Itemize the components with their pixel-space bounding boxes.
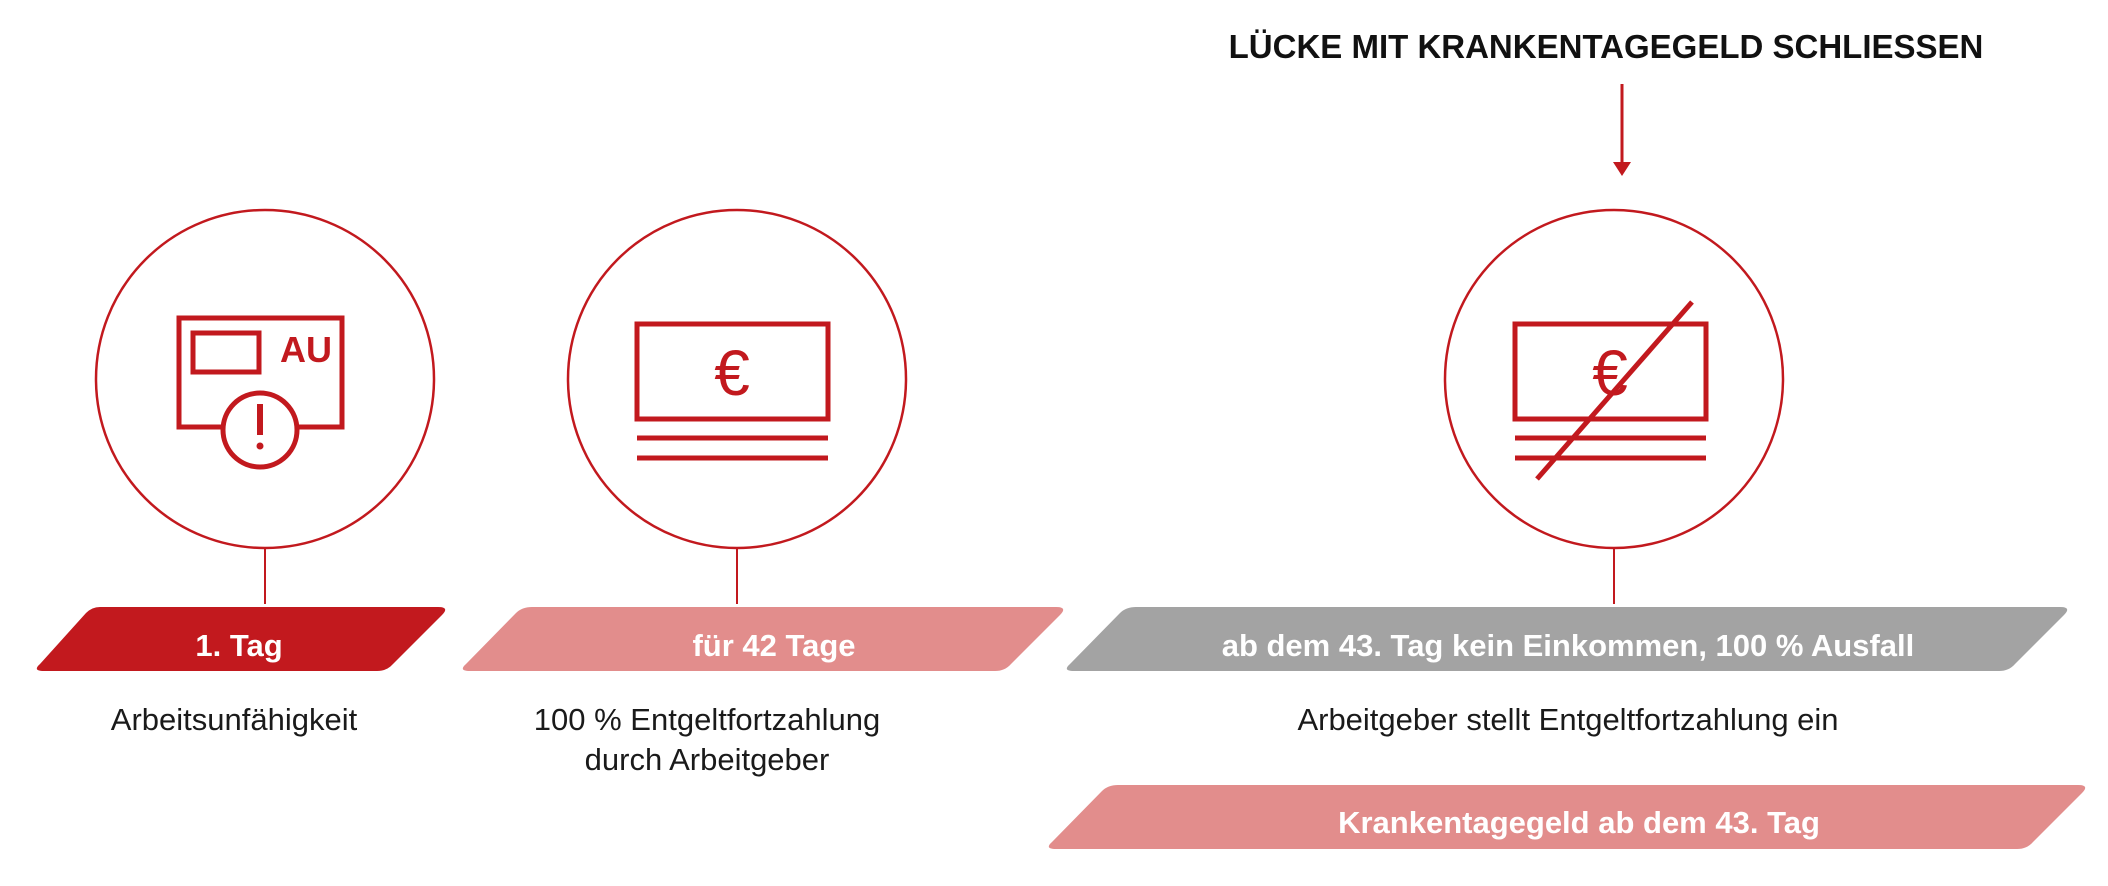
euro-symbol: € [714,337,750,409]
sick-note-au-icon [176,315,345,470]
step-2-description-line-2: durch Arbeitgeber [585,742,830,777]
solution-banner [1048,785,2086,849]
step-1-circle [94,208,436,550]
step-1: AU 1. Tag Arbeitsunfähigkeit [36,208,446,737]
step-3-description: Arbeitgeber stellt Entgeltfortzahlung ei… [1297,702,1838,737]
step-3-banner-label: ab dem 43. Tag kein Einkommen, 100 % Aus… [1222,628,1915,663]
step-1-banner [36,607,446,671]
step-2-description-line-1: 100 % Entgeltfortzahlung [534,702,880,737]
step-3-banner [1066,607,2068,671]
step-1-banner-label: 1. Tag [195,628,282,663]
crossed-out-euro-banknote-icon [1512,300,1709,481]
solution-banner-label: Krankentagegeld ab dem 43. Tag [1338,805,1820,840]
step-2-banner-label: für 42 Tage [692,628,855,663]
headline: LÜCKE MIT KRANKENTAGEGELD SCHLIESSEN [1229,28,1984,65]
au-label: AU [280,329,332,370]
step-3: € ab dem 43. Tag kein Einkommen, 100 % A… [1066,208,2068,737]
down-arrow-icon [1613,84,1631,176]
step-2-banner [462,607,1064,671]
euro-banknote-icon [634,321,831,461]
solution: Krankentagegeld ab dem 43. Tag [1048,785,2086,849]
step-2: € für 42 Tage 100 % Entgeltfortzahlung d… [462,208,1064,777]
step-1-description: Arbeitsunfähigkeit [111,702,358,737]
euro-symbol-crossed: € [1592,337,1628,409]
